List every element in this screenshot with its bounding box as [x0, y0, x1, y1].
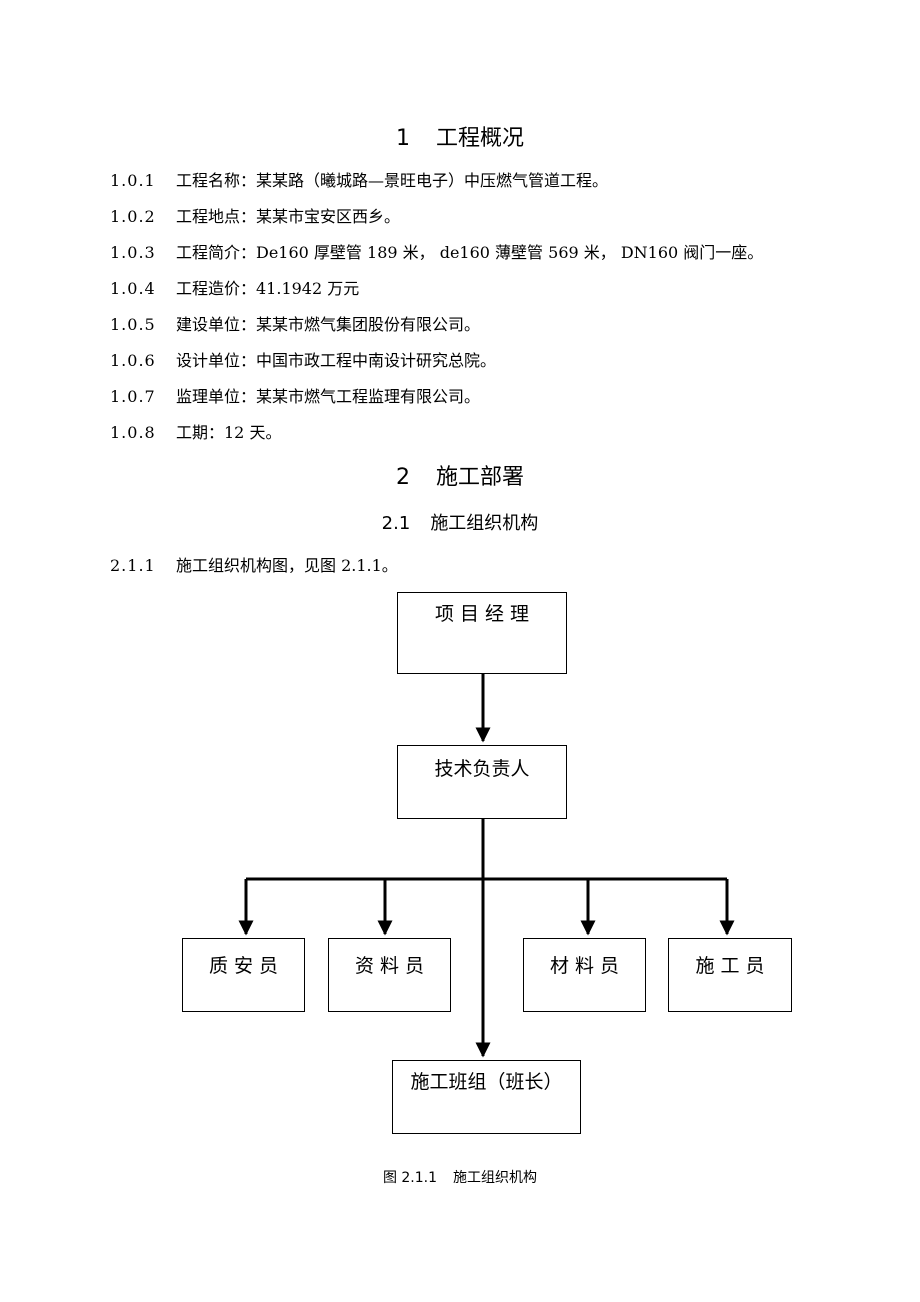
overview-item: 1.0.4 工程造价：41.1942 万元 — [110, 275, 359, 299]
org-box-documents: 资 料 员 — [328, 938, 451, 1012]
org-box-materials: 材 料 员 — [523, 938, 646, 1012]
item-text: 设计单位：中国市政工程中南设计研究总院。 — [176, 351, 497, 370]
subsection-title: 施工组织机构 — [430, 513, 539, 534]
item-text: 工程造价：41.1942 万元 — [176, 279, 360, 298]
item-number: 1.0.3 — [110, 243, 156, 262]
org-box-quality-safety: 质 安 员 — [182, 938, 305, 1012]
figure-caption: 图 2.1.1 施工组织机构 — [0, 1167, 920, 1187]
overview-item: 1.0.6 设计单位：中国市政工程中南设计研究总院。 — [110, 347, 496, 371]
item-text: 施工组织机构图，见图 2.1.1。 — [176, 556, 398, 575]
figure-number: 图 2.1.1 — [382, 1170, 438, 1186]
section-number: 2 — [395, 465, 410, 490]
item-number: 1.0.4 — [110, 279, 156, 298]
section-1-heading: 1 工程概况 — [0, 120, 920, 152]
overview-item: 1.0.3 工程简介：De160 厚壁管 189 米， de160 薄壁管 569… — [110, 239, 763, 263]
overview-item: 1.0.5 建设单位：某某市燃气集团股份有限公司。 — [110, 311, 480, 335]
org-box-project-manager: 项 目 经 理 — [397, 592, 567, 674]
item-number: 2.1.1 — [110, 556, 156, 575]
section-title: 施工部署 — [435, 465, 524, 490]
item-text: 工程名称：某某路（曦城路—景旺电子）中压燃气管道工程。 — [176, 171, 609, 190]
org-box-label: 施 工 员 — [695, 955, 765, 977]
overview-item: 1.0.8 工期：12 天。 — [110, 419, 281, 443]
item-text: 工程简介：De160 厚壁管 189 米， de160 薄壁管 569 米， D… — [176, 243, 764, 262]
item-number: 1.0.7 — [110, 387, 156, 406]
item-number: 1.0.2 — [110, 207, 156, 226]
item-number: 1.0.1 — [110, 171, 156, 190]
org-box-label: 技术负责人 — [434, 758, 530, 780]
item-2-1-1: 2.1.1 施工组织机构图，见图 2.1.1。 — [110, 552, 398, 576]
item-number: 1.0.6 — [110, 351, 156, 370]
item-text: 工期：12 天。 — [176, 423, 282, 442]
org-box-label: 质 安 员 — [208, 955, 279, 977]
overview-item: 1.0.1 工程名称：某某路（曦城路—景旺电子）中压燃气管道工程。 — [110, 167, 608, 191]
figure-title: 施工组织机构 — [453, 1170, 538, 1186]
subsection-heading: 2.1 施工组织机构 — [0, 509, 920, 535]
subsection-number: 2.1 — [381, 513, 411, 534]
overview-item: 1.0.7 监理单位：某某市燃气工程监理有限公司。 — [110, 383, 480, 407]
section-2-heading: 2 施工部署 — [0, 459, 920, 491]
org-box-label: 项 目 经 理 — [434, 603, 530, 625]
section-title: 工程概况 — [435, 126, 524, 151]
org-box-label: 材 料 员 — [549, 955, 620, 977]
org-box-technical-lead: 技术负责人 — [397, 745, 567, 819]
item-number: 1.0.5 — [110, 315, 156, 334]
item-text: 工程地点：某某市宝安区西乡。 — [176, 207, 401, 226]
org-box-work-team: 施工班组（班长） — [392, 1060, 581, 1134]
org-box-label: 施工班组（班长） — [410, 1071, 563, 1093]
org-box-construction: 施 工 员 — [668, 938, 792, 1012]
org-box-label: 资 料 员 — [354, 955, 425, 977]
item-text: 建设单位：某某市燃气集团股份有限公司。 — [176, 315, 481, 334]
overview-item: 1.0.2 工程地点：某某市宝安区西乡。 — [110, 203, 400, 227]
section-number: 1 — [395, 126, 410, 151]
item-text: 监理单位：某某市燃气工程监理有限公司。 — [176, 387, 481, 406]
item-number: 1.0.8 — [110, 423, 156, 442]
